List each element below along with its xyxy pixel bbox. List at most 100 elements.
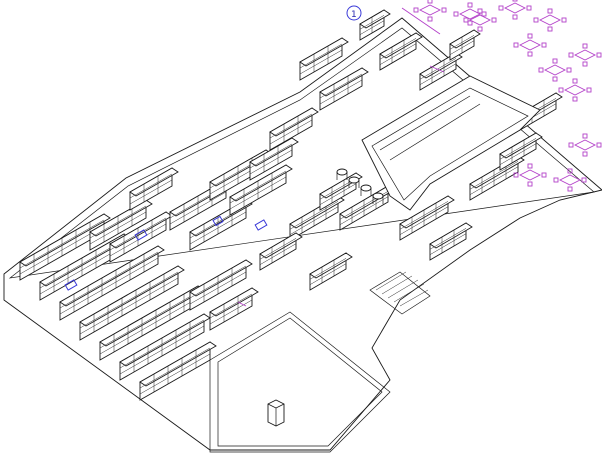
table-top (573, 139, 597, 151)
chair (582, 61, 588, 67)
shelf-unit (499, 132, 543, 171)
section-marker: 1 (346, 5, 362, 21)
dining-table (538, 58, 572, 82)
table-top (558, 174, 582, 186)
table-top (518, 169, 542, 181)
chair (441, 7, 447, 13)
table-top (458, 8, 482, 20)
dining-table (568, 43, 602, 67)
shelf-rack (309, 263, 347, 285)
chair (527, 163, 533, 169)
shelf-top (79, 265, 185, 327)
shelf-unit (229, 164, 293, 216)
chair (553, 177, 559, 183)
table-top (468, 14, 492, 26)
railing (237, 301, 247, 307)
dining-table (463, 8, 497, 32)
table-top (543, 64, 567, 76)
chair (527, 33, 533, 39)
chair (427, 16, 433, 22)
shelf-rack (299, 49, 343, 75)
shelf-rack (89, 211, 147, 245)
shelf-unit (449, 29, 481, 61)
shelf-rack (399, 206, 449, 235)
shelf-rack (189, 271, 247, 305)
shelf-rack (189, 211, 247, 245)
shelf-unit (269, 107, 319, 151)
dining-table (553, 168, 587, 192)
shelf-rack (359, 15, 385, 30)
pillar (267, 399, 285, 427)
stairs (369, 271, 431, 315)
dining-table (453, 2, 487, 26)
shelf-top (89, 199, 153, 237)
shelf-top (399, 195, 455, 229)
shelf-top (59, 245, 165, 307)
shelf-rack (59, 251, 159, 309)
dining-table (498, 0, 532, 20)
shelf-top (449, 29, 481, 49)
shelf-rack (139, 347, 211, 389)
shelf-rack (499, 138, 537, 160)
shelf-unit (19, 213, 111, 281)
shelf-rack (419, 58, 457, 80)
shelf-rack (449, 35, 475, 50)
shelf-rack (319, 79, 363, 105)
chair (582, 133, 588, 139)
chair (541, 172, 547, 178)
table-top (418, 4, 442, 16)
chair (527, 51, 533, 57)
shelf-rack (89, 205, 147, 239)
chair (513, 172, 519, 178)
shelf-unit (129, 167, 179, 211)
column (336, 168, 348, 176)
shelf-top (359, 9, 391, 29)
table-top (573, 49, 597, 61)
chair (526, 5, 532, 11)
chair (572, 96, 578, 102)
shelf-rack (499, 143, 537, 165)
shelf-rack (449, 40, 475, 55)
chair (467, 2, 473, 8)
railing (401, 7, 441, 35)
shelf-rack (169, 191, 227, 225)
shelf-unit (379, 32, 423, 71)
shelf-unit (59, 245, 165, 321)
chair (547, 8, 553, 14)
shelf-unit (79, 265, 185, 341)
chair (533, 17, 539, 23)
shelf-rack (379, 43, 417, 65)
shelf-rack (399, 201, 449, 230)
chair (467, 20, 473, 26)
shelf-unit (309, 252, 353, 291)
shelf-rack (289, 201, 339, 230)
shelf-rack (309, 258, 347, 280)
shelf-rack (99, 291, 199, 349)
shelf-rack (209, 293, 253, 319)
shelf-unit (359, 9, 391, 41)
shelf-unit (189, 259, 253, 311)
dining-table (558, 78, 592, 102)
shelf-rack (469, 161, 519, 190)
shelf-rack (269, 113, 313, 139)
chair (477, 26, 483, 32)
shelf-rack (99, 297, 199, 355)
blue-accents (64, 215, 268, 291)
shelf-unit (139, 341, 217, 401)
shelf-rack (119, 319, 205, 369)
railing (429, 65, 445, 73)
chair (561, 17, 567, 23)
shelf-unit (39, 233, 131, 301)
bar-counter (361, 75, 541, 211)
chair (558, 87, 564, 93)
chair (567, 168, 573, 174)
shelf-rack (429, 228, 467, 250)
shelf-rack (139, 353, 211, 395)
chair (552, 76, 558, 82)
table-top (503, 2, 527, 14)
shelf-rack (229, 170, 287, 204)
chair (552, 58, 558, 64)
shelf-rack (119, 325, 205, 375)
